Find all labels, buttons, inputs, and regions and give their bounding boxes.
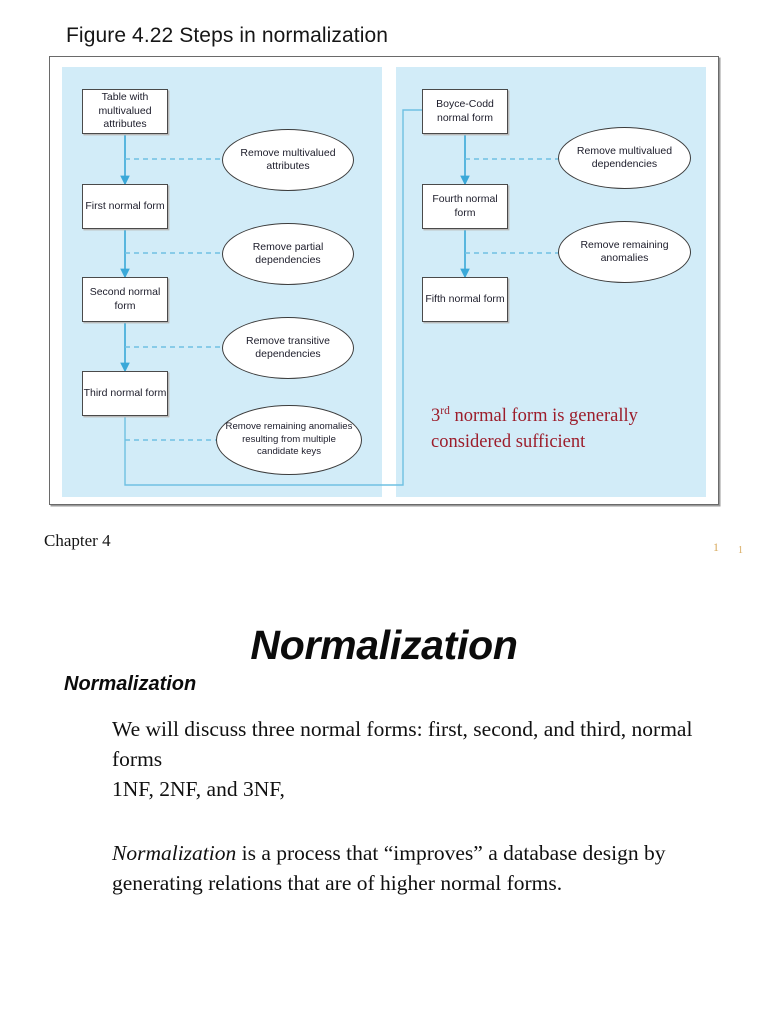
node-table-with-multivalued-attributes[interactable]: Table with multivalued attributes	[82, 89, 168, 134]
note-rest: normal form is generally considered suff…	[431, 406, 638, 452]
node-second-normal-form[interactable]: Second normal form	[82, 277, 168, 322]
slide-paragraph-1: We will discuss three normal forms: firs…	[112, 717, 693, 801]
page-number-secondary: 1	[738, 545, 743, 556]
ellipse-remove-multivalued-attributes[interactable]: Remove multivalued attributes	[222, 129, 354, 191]
node-boyce-codd-normal-form[interactable]: Boyce-Codd normal form	[422, 89, 508, 134]
node-fifth-normal-form[interactable]: Fifth normal form	[422, 277, 508, 322]
ellipse-remove-multivalued-dependencies[interactable]: Remove multivalued dependencies	[558, 127, 691, 189]
slide-paragraph-2: Normalization is a process that “improve…	[112, 838, 712, 898]
node-fourth-normal-form[interactable]: Fourth normal form	[422, 184, 508, 229]
ellipse-remove-transitive-dependencies[interactable]: Remove transitive dependencies	[222, 317, 354, 379]
figure-frame: Table with multivalued attributes First …	[49, 56, 719, 505]
ellipse-remove-remaining-anomalies-candidate-keys[interactable]: Remove remaining anomalies resulting fro…	[216, 405, 362, 475]
slide-sub-title: Normalization	[64, 673, 197, 695]
note-prefix: 3	[431, 406, 441, 427]
figure-note: 3rd normal form is generally considered …	[431, 399, 681, 455]
page-number-primary: 1	[713, 540, 719, 554]
ellipse-remove-partial-dependencies[interactable]: Remove partial dependencies	[222, 223, 354, 285]
slide-big-title: Normalization	[250, 622, 518, 668]
paragraph-2-rest: is a process that “improves” a database …	[112, 841, 666, 895]
node-first-normal-form[interactable]: First normal form	[82, 184, 168, 229]
paragraph-2-lead-term: Normalization	[112, 841, 237, 865]
figure-title: Figure 4.22 Steps in normalization	[66, 24, 389, 47]
chapter-label: Chapter 4	[44, 531, 111, 550]
note-superscript: rd	[440, 405, 450, 417]
node-third-normal-form[interactable]: Third normal form	[82, 371, 168, 416]
ellipse-remove-remaining-anomalies[interactable]: Remove remaining anomalies	[558, 221, 691, 283]
